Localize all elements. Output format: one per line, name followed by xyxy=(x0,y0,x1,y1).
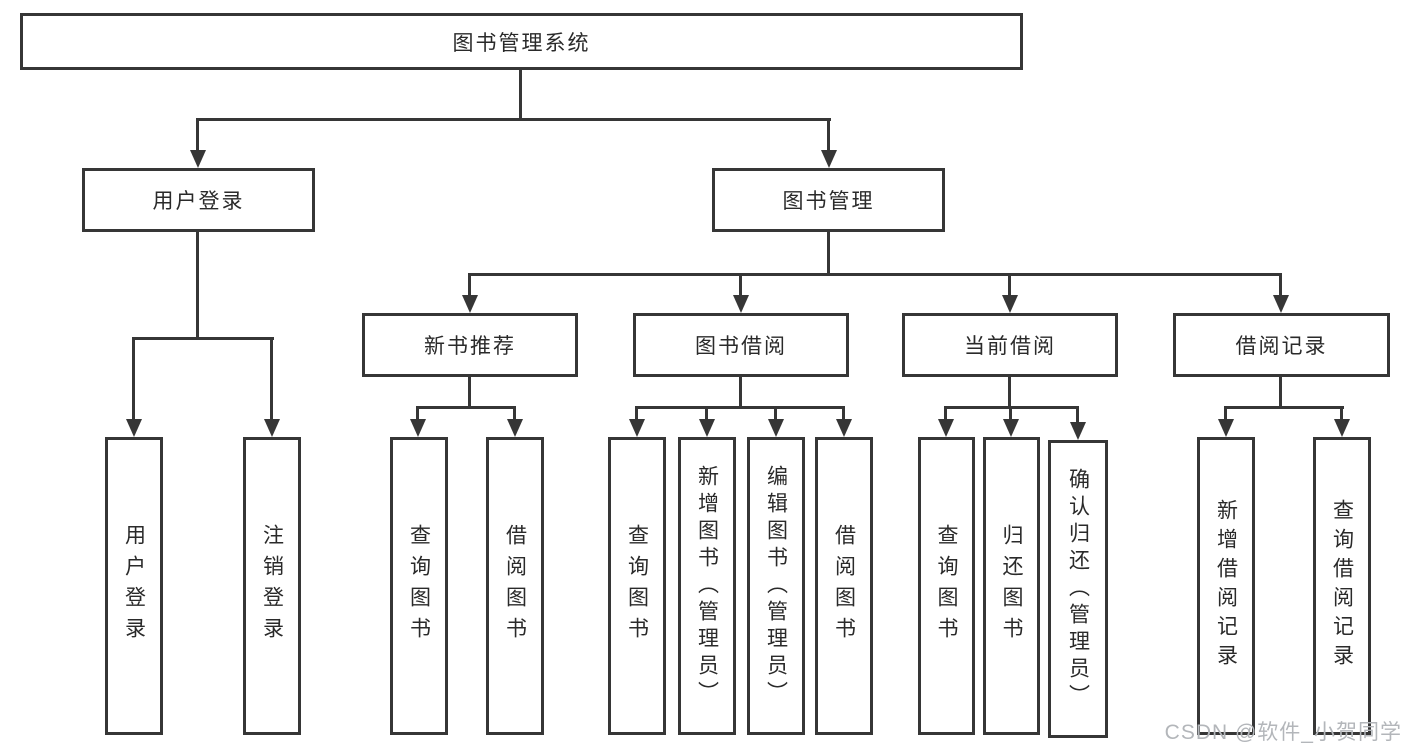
connector-borrow-drop-2 xyxy=(705,406,708,419)
arrowhead-to-add-book-admin xyxy=(699,419,715,437)
leaf-user-login-label: 用户登录 xyxy=(122,524,146,648)
node-user-login: 用户登录 xyxy=(82,168,315,232)
arrowhead-to-query-books-current xyxy=(938,419,954,437)
connector-borrow-drop-1 xyxy=(635,406,638,419)
arrowhead-to-leaf-user-login xyxy=(126,419,142,437)
connector-root-drop-left xyxy=(196,118,199,150)
node-book-management-label: 图书管理 xyxy=(782,190,875,213)
leaf-borrow-books-recommend: 借阅图书 xyxy=(486,437,544,735)
connector-records-drop-1 xyxy=(1224,406,1227,419)
node-new-book-recommend: 新书推荐 xyxy=(362,313,578,377)
node-borrow-records-label: 借阅记录 xyxy=(1235,335,1328,358)
arrowhead-to-query-books-recommend xyxy=(410,419,426,437)
node-root-label: 图书管理系统 xyxy=(452,31,591,55)
connector-bookmgmt-drop-3 xyxy=(1008,273,1011,295)
connector-recommend-stem xyxy=(468,377,471,406)
leaf-query-borrow-record: 查询借阅记录 xyxy=(1313,437,1371,735)
arrowhead-to-book-management xyxy=(821,150,837,168)
connector-bookmgmt-drop-2 xyxy=(739,273,742,295)
connector-bookmgmt-drop-4 xyxy=(1279,273,1282,295)
arrowhead-to-confirm-return-admin xyxy=(1070,422,1086,440)
node-current-borrow-label: 当前借阅 xyxy=(964,335,1056,358)
connector-current-drop-1 xyxy=(944,406,947,419)
leaf-add-borrow-record: 新增借阅记录 xyxy=(1197,437,1255,735)
arrowhead-to-borrow-books-recommend xyxy=(507,419,523,437)
leaf-return-book: 归还图书 xyxy=(983,437,1040,735)
connector-userlogin-stem xyxy=(196,232,199,337)
connector-records-drop-2 xyxy=(1340,406,1343,419)
leaf-edit-book-admin: 编辑图书（管理员） xyxy=(747,437,805,735)
connector-current-stem xyxy=(1008,377,1011,406)
connector-userlogin-drop-2 xyxy=(270,337,273,419)
connector-records-bar xyxy=(1224,406,1344,409)
connector-bookmgmt-bar xyxy=(468,273,1282,276)
leaf-add-book-admin-label: 新增图书（管理员） xyxy=(695,464,719,708)
arrowhead-to-add-borrow-record xyxy=(1218,419,1234,437)
leaf-query-books-current: 查询图书 xyxy=(918,437,975,735)
leaf-add-book-admin: 新增图书（管理员） xyxy=(678,437,736,735)
connector-current-drop-3 xyxy=(1076,406,1079,422)
node-user-login-label: 用户登录 xyxy=(152,190,245,213)
node-current-borrow: 当前借阅 xyxy=(902,313,1118,377)
leaf-query-books-recommend: 查询图书 xyxy=(390,437,448,735)
leaf-query-books-borrow: 查询图书 xyxy=(608,437,666,735)
arrowhead-to-book-borrow xyxy=(733,295,749,313)
connector-root-stem xyxy=(519,70,522,118)
connector-borrow-bar xyxy=(635,406,845,409)
connector-records-stem xyxy=(1279,377,1282,406)
leaf-query-books-borrow-label: 查询图书 xyxy=(625,524,649,648)
connector-bookmgmt-stem xyxy=(827,232,830,273)
leaf-edit-book-admin-label: 编辑图书（管理员） xyxy=(764,464,788,708)
connector-userlogin-drop-1 xyxy=(132,337,135,419)
node-book-management: 图书管理 xyxy=(712,168,945,232)
arrowhead-to-query-books-borrow xyxy=(629,419,645,437)
leaf-logout: 注销登录 xyxy=(243,437,301,735)
leaf-borrow-books-borrow-label: 借阅图书 xyxy=(832,524,856,648)
leaf-user-login: 用户登录 xyxy=(105,437,163,735)
leaf-confirm-return-admin: 确认归还（管理员） xyxy=(1048,440,1108,738)
connector-bookmgmt-drop-1 xyxy=(468,273,471,295)
arrowhead-to-leaf-logout xyxy=(264,419,280,437)
arrowhead-to-query-borrow-record xyxy=(1334,419,1350,437)
connector-borrow-drop-4 xyxy=(842,406,845,419)
arrowhead-to-borrow-books-borrow xyxy=(836,419,852,437)
node-book-borrow-label: 图书借阅 xyxy=(695,335,787,358)
node-book-borrow: 图书借阅 xyxy=(633,313,849,377)
arrowhead-to-edit-book-admin xyxy=(768,419,784,437)
connector-recommend-drop-2 xyxy=(513,406,516,419)
leaf-logout-label: 注销登录 xyxy=(260,524,284,648)
leaf-query-borrow-record-label: 查询借阅记录 xyxy=(1330,499,1354,673)
arrowhead-to-user-login xyxy=(190,150,206,168)
connector-borrow-drop-3 xyxy=(774,406,777,419)
csdn-watermark: CSDN @软件_小贺同学 xyxy=(1164,721,1402,744)
arrowhead-to-current-borrow xyxy=(1002,295,1018,313)
leaf-add-borrow-record-label: 新增借阅记录 xyxy=(1214,499,1238,673)
arrowhead-to-return-book xyxy=(1003,419,1019,437)
connector-recommend-drop-1 xyxy=(416,406,419,419)
leaf-borrow-books-recommend-label: 借阅图书 xyxy=(503,524,527,648)
connector-root-drop-right xyxy=(827,118,830,150)
leaf-query-books-recommend-label: 查询图书 xyxy=(407,524,431,648)
connector-root-bar xyxy=(196,118,831,121)
node-root: 图书管理系统 xyxy=(20,13,1023,70)
node-borrow-records: 借阅记录 xyxy=(1173,313,1390,377)
arrowhead-to-new-book-recommend xyxy=(462,295,478,313)
leaf-return-book-label: 归还图书 xyxy=(1000,524,1023,648)
connector-recommend-bar xyxy=(416,406,516,409)
connector-borrow-stem xyxy=(739,377,742,406)
arrowhead-to-borrow-records xyxy=(1273,295,1289,313)
connector-userlogin-bar xyxy=(132,337,274,340)
leaf-confirm-return-admin-label: 确认归还（管理员） xyxy=(1066,467,1090,711)
node-new-book-recommend-label: 新书推荐 xyxy=(424,335,516,358)
leaf-query-books-current-label: 查询图书 xyxy=(935,524,958,648)
leaf-borrow-books-borrow: 借阅图书 xyxy=(815,437,873,735)
connector-current-drop-2 xyxy=(1009,406,1012,419)
